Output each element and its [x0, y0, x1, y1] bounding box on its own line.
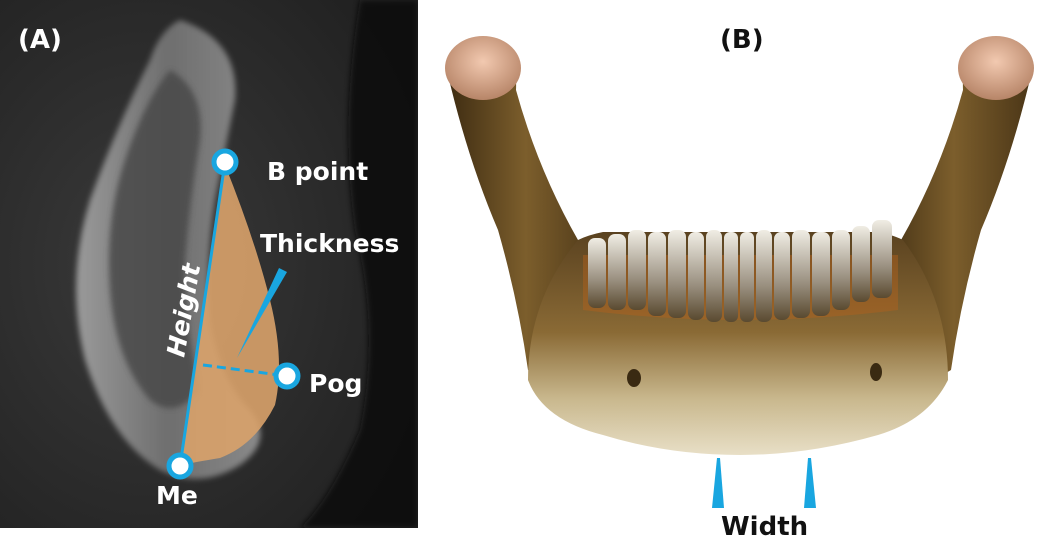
left-mental-foramen — [627, 369, 641, 387]
me-label: Me — [156, 481, 198, 510]
right-mental-foramen — [870, 363, 882, 381]
tooth — [832, 230, 850, 310]
me-marker — [169, 455, 191, 477]
b-point-label: B point — [267, 157, 368, 186]
tooth — [852, 226, 870, 302]
width-marker-right — [804, 458, 816, 508]
tooth — [668, 230, 686, 318]
width-marker-left — [712, 458, 724, 508]
panel-b-figure: (B) Width — [428, 0, 1051, 538]
left-condyle — [445, 36, 521, 100]
panel-a-figure: (A) B point Thickness Height Pog Me — [0, 0, 418, 528]
b-point-marker — [214, 151, 236, 173]
width-label: Width — [721, 512, 808, 538]
pog-label: Pog — [309, 369, 362, 398]
tooth — [792, 230, 810, 318]
panel-b-3d-mandible: (B) Width — [428, 0, 1051, 538]
tooth — [608, 234, 626, 310]
tooth — [648, 232, 666, 316]
tooth — [812, 232, 830, 316]
tooth — [740, 232, 754, 322]
thickness-label: Thickness — [260, 229, 399, 258]
panel-a-sagittal-ct: (A) B point Thickness Height Pog Me — [0, 0, 418, 528]
right-condyle — [958, 36, 1034, 100]
tooth — [588, 238, 606, 308]
panel-a-label: (A) — [18, 25, 62, 55]
pog-marker — [276, 365, 298, 387]
tooth — [724, 232, 738, 322]
tooth — [774, 232, 790, 320]
tooth — [628, 230, 646, 310]
tooth — [756, 230, 772, 322]
tooth — [872, 220, 892, 298]
tooth — [706, 230, 722, 322]
panel-b-label: (B) — [720, 25, 764, 55]
tooth — [688, 232, 704, 320]
